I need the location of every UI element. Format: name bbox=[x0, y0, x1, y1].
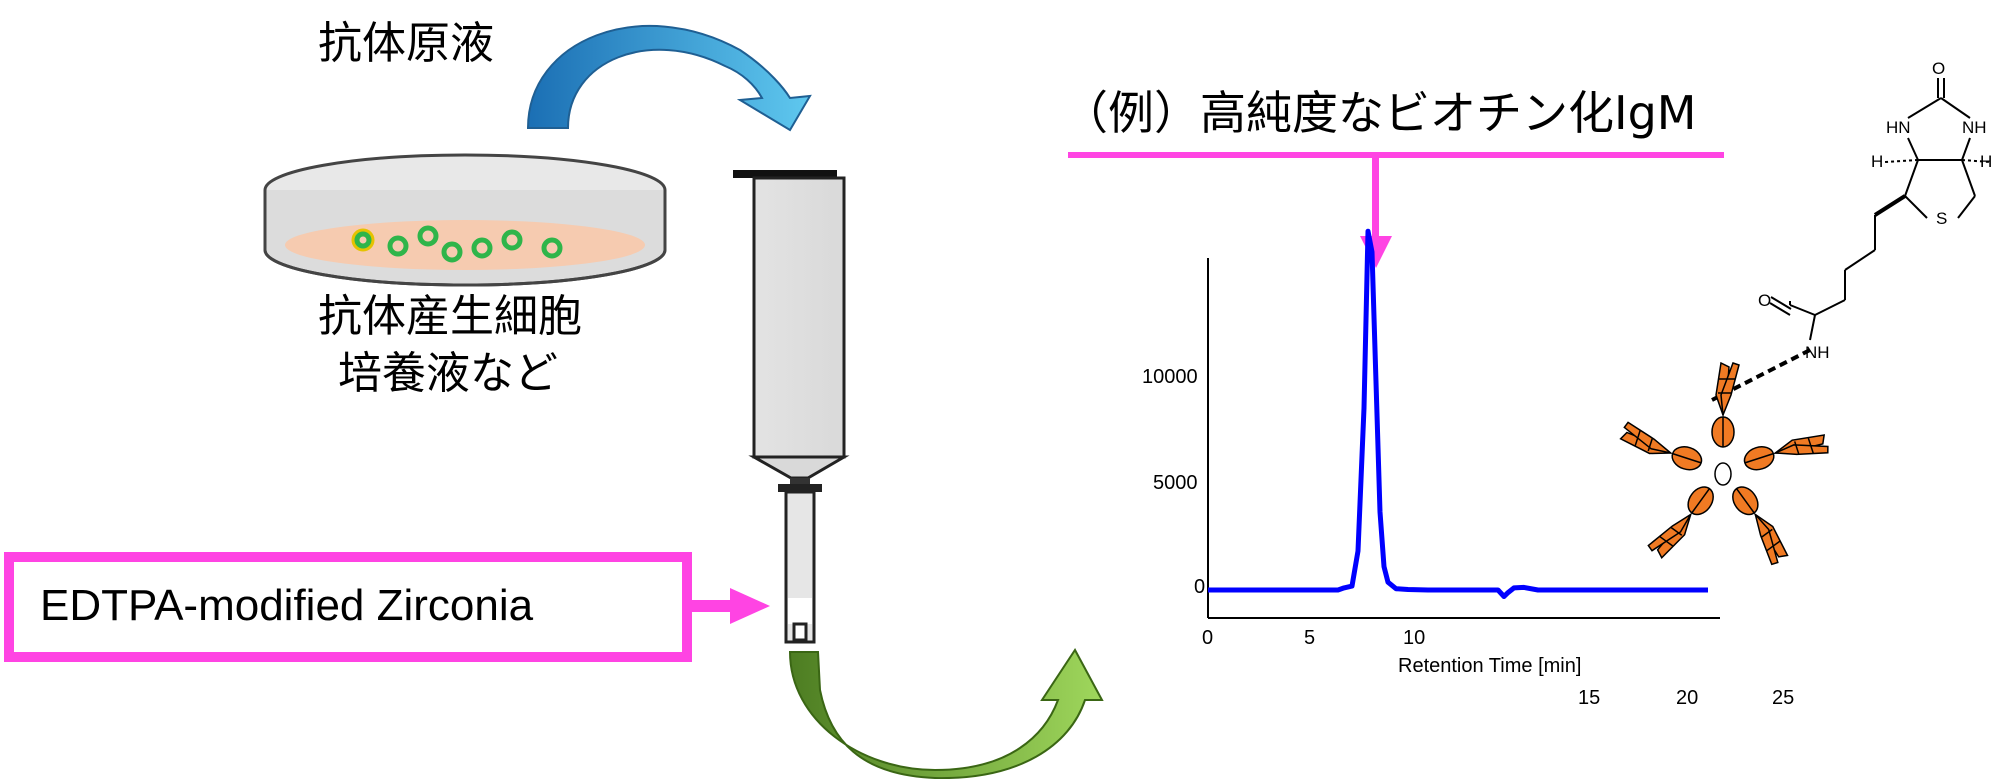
x-tick-0: 0 bbox=[1202, 627, 1214, 649]
petri-dish bbox=[263, 153, 667, 287]
culture-label-line2: 培養液など bbox=[338, 348, 558, 399]
green-curved-arrow bbox=[788, 648, 1104, 779]
chem-atom-nh-amide: NH bbox=[1805, 343, 1830, 362]
chem-atom-hn: HN bbox=[1886, 118, 1911, 137]
x-tick-10: 10 bbox=[1403, 627, 1426, 649]
y-tick-0: 0 bbox=[1194, 576, 1206, 598]
syringe-column bbox=[733, 170, 850, 644]
x-tick-15: 15 bbox=[1578, 687, 1601, 709]
product-title: （例）高純度なビオチン化IgM bbox=[1062, 86, 1697, 140]
y-tick-10000: 10000 bbox=[1142, 366, 1198, 388]
chem-atom-o-top: O bbox=[1932, 59, 1946, 78]
y-tick-5000: 5000 bbox=[1153, 472, 1198, 494]
chart-plot-area bbox=[1208, 228, 1708, 599]
chem-atom-h-right: H bbox=[1980, 152, 1993, 171]
igm-pentamer bbox=[1618, 362, 1831, 567]
chem-atom-h-left: H bbox=[1871, 152, 1884, 171]
x-tick-20: 20 bbox=[1676, 687, 1699, 709]
x-tick-5: 5 bbox=[1304, 627, 1316, 649]
cells bbox=[351, 225, 563, 263]
column-material-box bbox=[4, 552, 692, 662]
chem-atom-nh: NH bbox=[1962, 118, 1987, 137]
magenta-arrow-to-column bbox=[687, 588, 770, 624]
stock-solution-label: 抗体原液 bbox=[318, 18, 494, 69]
x-tick-25: 25 bbox=[1772, 687, 1795, 709]
culture-label-line1: 抗体産生細胞 bbox=[318, 291, 582, 342]
title-underline-arrow bbox=[1068, 152, 1724, 268]
blue-curved-arrow bbox=[526, 25, 812, 132]
column-material-label: EDTPA-modified Zirconia bbox=[40, 581, 534, 630]
chromatogram-series-0 bbox=[1208, 228, 1708, 599]
chem-atom-o-amide: O bbox=[1758, 291, 1772, 310]
x-axis-label: Retention Time [min] bbox=[1398, 655, 1582, 677]
chem-atom-s: S bbox=[1936, 209, 1948, 228]
chart-axes bbox=[1207, 258, 1720, 619]
biotin-structure bbox=[1711, 78, 1991, 402]
